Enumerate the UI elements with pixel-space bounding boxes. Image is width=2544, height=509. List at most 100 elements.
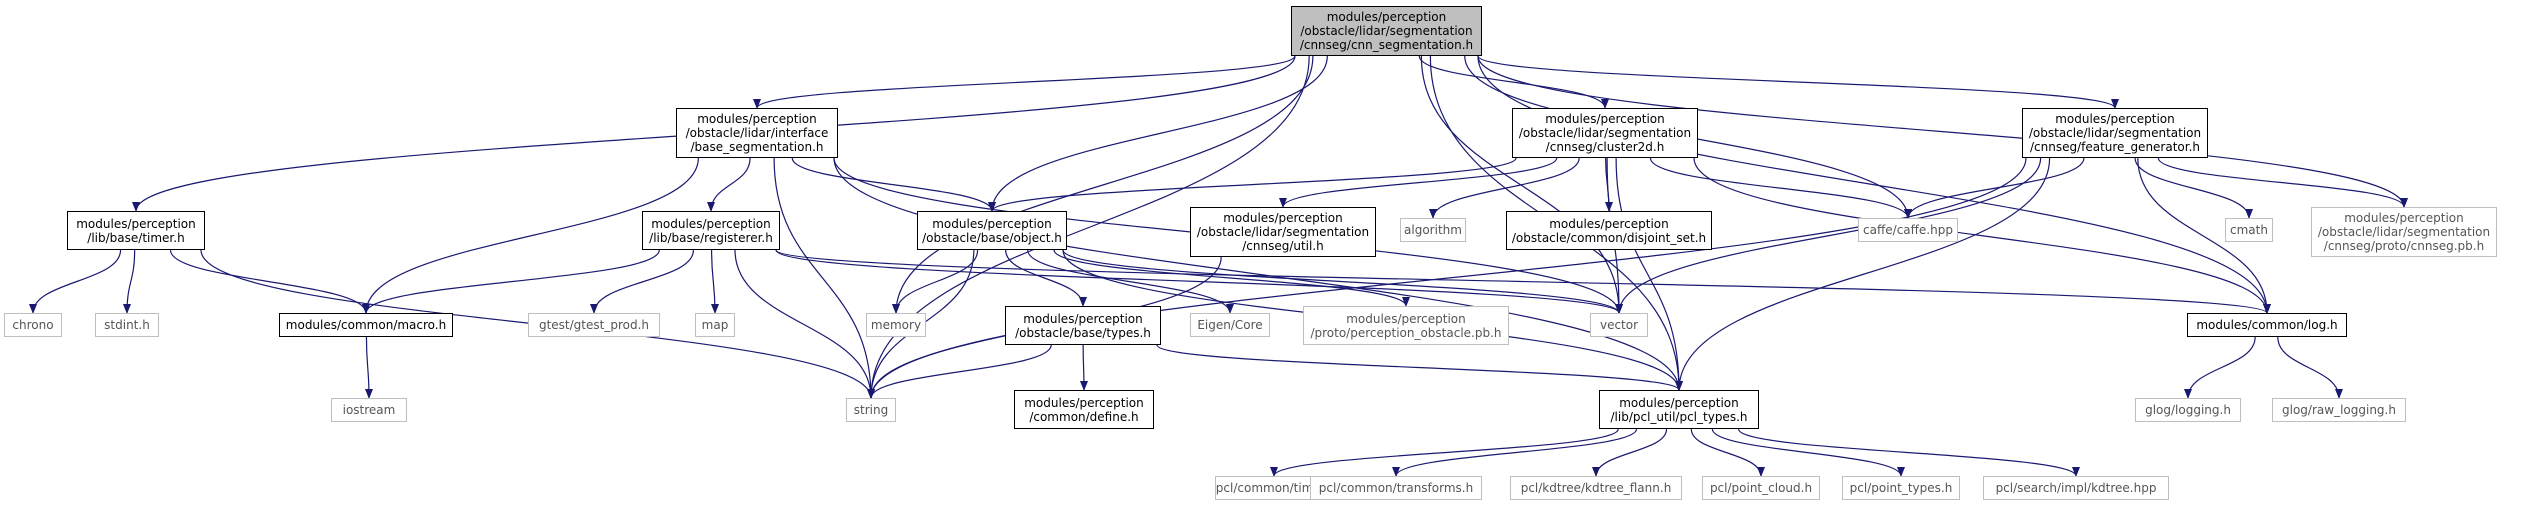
- node-registerer[interactable]: modules/perception /lib/base/registerer.…: [642, 211, 780, 250]
- node-perc_pb: modules/perception /proto/perception_obs…: [1303, 306, 1509, 345]
- node-cmath: cmath: [2225, 218, 2273, 242]
- node-base_seg[interactable]: modules/perception /obstacle/lidar/inter…: [676, 108, 838, 158]
- node-label: pcl/common/transforms.h: [1318, 481, 1474, 495]
- node-label: map: [701, 318, 729, 332]
- edge-object-to-memory: [892, 249, 979, 314]
- node-gtest: gtest/gtest_prod.h: [528, 313, 660, 337]
- edge-cluster2d-to-log: [1693, 157, 2271, 314]
- node-label: pcl/common/time.h: [1215, 481, 1333, 495]
- edge-root-to-object: [988, 55, 1328, 212]
- edge-timer-to-chrono: [29, 249, 122, 314]
- edge-types-to-string: [867, 344, 1052, 399]
- edge-object-to-types: [1005, 249, 1087, 307]
- node-label: modules/perception /proto/perception_obs…: [1310, 311, 1502, 340]
- node-label: vector: [1599, 318, 1639, 332]
- node-label: pcl/search/impl/kdtree.hpp: [1995, 481, 2157, 495]
- edge-featgen-to-cmath: [2134, 157, 2253, 219]
- edge-root-to-base_seg: [753, 55, 1296, 109]
- node-cluster2d[interactable]: modules/perception /obstacle/lidar/segme…: [1512, 108, 1698, 158]
- node-define[interactable]: modules/perception /common/define.h: [1014, 390, 1154, 429]
- node-label: modules/perception /obstacle/lidar/segme…: [2317, 211, 2491, 253]
- edge-featgen-to-cnnseg_pb: [2157, 157, 2408, 208]
- node-types[interactable]: modules/perception /obstacle/base/types.…: [1005, 306, 1161, 345]
- edge-log-to-glog: [2184, 336, 2256, 399]
- node-disjoint[interactable]: modules/perception /obstacle/common/disj…: [1506, 211, 1712, 250]
- edge-featgen-to-caffe: [1904, 157, 2085, 219]
- node-memory: memory: [866, 313, 926, 337]
- edge-cluster2d-to-algorithm: [1429, 157, 1580, 219]
- edge-root-to-cnnseg_pb: [1477, 55, 2408, 208]
- edge-registerer-to-vector: [775, 249, 1623, 314]
- edge-featgen-to-log: [2137, 157, 2271, 314]
- node-pcl_kdtree_flann: pcl/kdtree/kdtree_flann.h: [1510, 476, 1682, 500]
- node-log[interactable]: modules/common/log.h: [2187, 313, 2347, 337]
- edge-pcl_types-to-pcl_time: [1270, 428, 1619, 477]
- node-label: string: [853, 403, 889, 417]
- node-label: modules/perception /obstacle/base/object…: [922, 216, 1062, 245]
- edge-cluster2d-to-caffe: [1649, 157, 1912, 219]
- edge-base_seg-to-string: [773, 157, 875, 399]
- node-featgen[interactable]: modules/perception /obstacle/lidar/segme…: [2022, 108, 2208, 158]
- node-macro[interactable]: modules/common/macro.h: [279, 313, 453, 337]
- edge-object-to-perc_pb: [1053, 249, 1410, 307]
- node-label: modules/perception /obstacle/lidar/segme…: [1196, 211, 1370, 253]
- node-chrono: chrono: [4, 313, 62, 337]
- edge-featgen-to-vector: [1615, 157, 2042, 314]
- node-pcl_point_types: pcl/point_types.h: [1842, 476, 1960, 500]
- edge-root-to-featgen: [1477, 55, 2119, 109]
- node-label: gtest/gtest_prod.h: [538, 318, 650, 332]
- node-label: modules/perception /common/define.h: [1024, 395, 1144, 424]
- node-label: glog/logging.h: [2145, 403, 2231, 417]
- node-label: glog/raw_logging.h: [2282, 403, 2396, 417]
- node-cnnseg_pb: modules/perception /obstacle/lidar/segme…: [2311, 207, 2497, 257]
- edge-types-to-define: [1079, 344, 1088, 391]
- edge-featgen-to-pcl_types: [1675, 157, 2051, 391]
- node-pcl_transforms: pcl/common/transforms.h: [1310, 476, 1482, 500]
- node-label: iostream: [342, 403, 396, 417]
- edge-pcl_types-to-pcl_kdtree_flann: [1592, 428, 1668, 477]
- edge-pcl_types-to-pcl_transforms: [1392, 428, 1638, 477]
- edge-pcl_types-to-pcl_point_types: [1711, 428, 1905, 477]
- node-label: modules/common/macro.h: [285, 318, 447, 332]
- node-pcl_types[interactable]: modules/perception /lib/pcl_util/pcl_typ…: [1599, 390, 1759, 429]
- edge-object-to-vector: [1062, 249, 1623, 314]
- node-eigen: Eigen/Core: [1190, 313, 1270, 337]
- node-pcl_point_cloud: pcl/point_cloud.h: [1702, 476, 1820, 500]
- node-label: cmath: [2230, 223, 2268, 237]
- node-object[interactable]: modules/perception /obstacle/base/object…: [917, 211, 1067, 250]
- node-root[interactable]: modules/perception /obstacle/lidar/segme…: [1291, 6, 1482, 56]
- edge-base_seg-to-registerer: [707, 157, 751, 212]
- edge-cluster2d-to-pcl_types: [1615, 157, 1683, 391]
- edge-registerer-to-log: [775, 249, 2271, 314]
- node-label: caffe/caffe.hpp: [1863, 223, 1953, 237]
- edge-registerer-to-macro: [362, 249, 660, 314]
- node-label: Eigen/Core: [1197, 318, 1263, 332]
- edge-root-to-cluster2d: [1418, 55, 1609, 109]
- node-label: modules/perception /obstacle/lidar/segme…: [1518, 112, 1692, 154]
- node-label: stdint.h: [104, 318, 150, 332]
- edge-pcl_types-to-pcl_search_kdtree: [1737, 428, 2080, 477]
- node-timer[interactable]: modules/perception /lib/base/timer.h: [67, 211, 205, 250]
- node-util[interactable]: modules/perception /obstacle/lidar/segme…: [1190, 207, 1376, 257]
- edge-registerer-to-map: [710, 249, 719, 314]
- edge-cluster2d-to-object: [988, 157, 1517, 212]
- edge-base_seg-to-macro: [362, 157, 699, 314]
- node-stdint: stdint.h: [95, 313, 159, 337]
- node-label: chrono: [12, 318, 54, 332]
- node-label: pcl/point_cloud.h: [1709, 481, 1813, 495]
- edge-base_seg-to-pcl_types: [833, 157, 1683, 391]
- node-label: modules/perception /obstacle/lidar/segme…: [2028, 112, 2202, 154]
- edge-base_seg-to-object: [791, 157, 996, 212]
- node-label: modules/perception /obstacle/base/types.…: [1015, 311, 1151, 340]
- edge-registerer-to-gtest: [590, 249, 695, 314]
- node-glog: glog/logging.h: [2135, 398, 2241, 422]
- node-label: modules/perception /obstacle/lidar/segme…: [1299, 10, 1474, 52]
- node-iostream: iostream: [331, 398, 407, 422]
- edge-pcl_types-to-pcl_point_cloud: [1690, 428, 1765, 477]
- node-label: pcl/point_types.h: [1849, 481, 1953, 495]
- node-label: modules/common/log.h: [2196, 318, 2338, 332]
- edge-macro-to-iostream: [364, 336, 373, 399]
- edge-root-to-log: [1477, 55, 2271, 314]
